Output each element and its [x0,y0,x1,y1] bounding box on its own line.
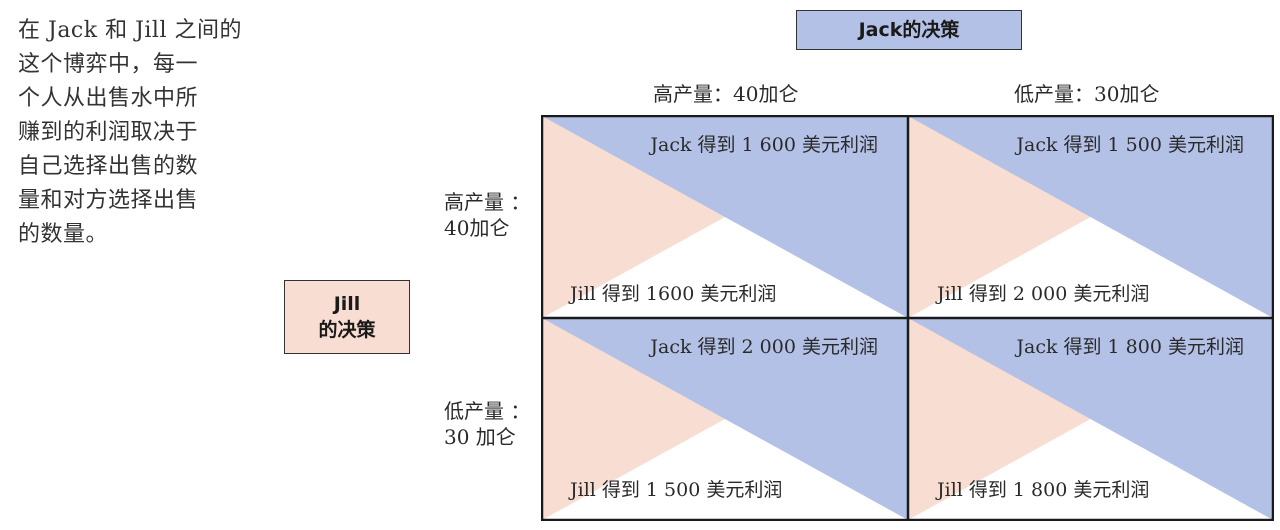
column-header-low: 低产量：30加仑 [1014,82,1160,106]
jill-payoff: Jill 得到 1 500 美元利润 [568,479,782,501]
caption-line: 这个博弈中，每一 [18,52,199,77]
jill-decision-line1: Jill [333,293,361,315]
jack-region [908,116,1273,318]
jill-decision-label: Jill 的决策 [284,280,410,354]
jack-payoff: Jack 得到 1 800 美元利润 [1014,336,1244,358]
column-header-high: 高产量：40加仑 [653,82,799,106]
row-header-low-line1: 低产量 ： [444,399,531,423]
caption-line: 量和对方选择出售 [18,188,199,213]
jack-region [542,116,908,318]
row-header-high-line2: 40加仑 [444,216,510,240]
jill-payoff: Jill 得到 1 800 美元利润 [935,479,1149,501]
jack-region [908,318,1273,520]
jack-region [542,318,908,520]
jill-payoff: Jill 得到 1600 美元利润 [568,283,776,305]
row-header-high: 高产量 ： 40加仑 [444,189,530,241]
row-header-low-line2: 30 加仑 [444,425,516,449]
caption-line: 的数量。 [18,222,109,247]
caption-line: 自己选择出售的数 [18,154,199,179]
jack-decision-label: Jack的决策 [796,10,1022,50]
jack-payoff: Jack 得到 2 000 美元利润 [648,336,878,358]
caption-line: 在 Jack 和 Jill 之间的 [18,18,242,43]
payoff-cell: Jack 得到 1 800 美元利润 Jill 得到 1 800 美元利润 [908,318,1273,520]
payoff-cell: Jack 得到 1 600 美元利润 Jill 得到 1600 美元利润 [542,116,908,318]
row-header-high-line1: 高产量 ： [444,190,531,214]
caption-text: 在 Jack 和 Jill 之间的 这个博弈中，每一 个人从出售水中所 赚到的利… [18,14,256,252]
jack-payoff: Jack 得到 1 600 美元利润 [648,134,878,156]
jack-payoff: Jack 得到 1 500 美元利润 [1014,134,1244,156]
payoff-matrix: Jack 得到 1 600 美元利润 Jill 得到 1600 美元利润 Jac… [541,115,1274,521]
caption-line: 个人从出售水中所 [18,86,199,111]
caption-line: 赚到的利润取决于 [18,120,199,145]
jack-decision-text: Jack的决策 [858,19,960,41]
jill-payoff: Jill 得到 2 000 美元利润 [935,283,1149,305]
row-header-low: 低产量 ： 30 加仑 [444,398,530,450]
payoff-cell: Jack 得到 2 000 美元利润 Jill 得到 1 500 美元利润 [542,318,908,520]
payoff-cell: Jack 得到 1 500 美元利润 Jill 得到 2 000 美元利润 [908,116,1273,318]
jill-decision-line2: 的决策 [318,319,376,341]
